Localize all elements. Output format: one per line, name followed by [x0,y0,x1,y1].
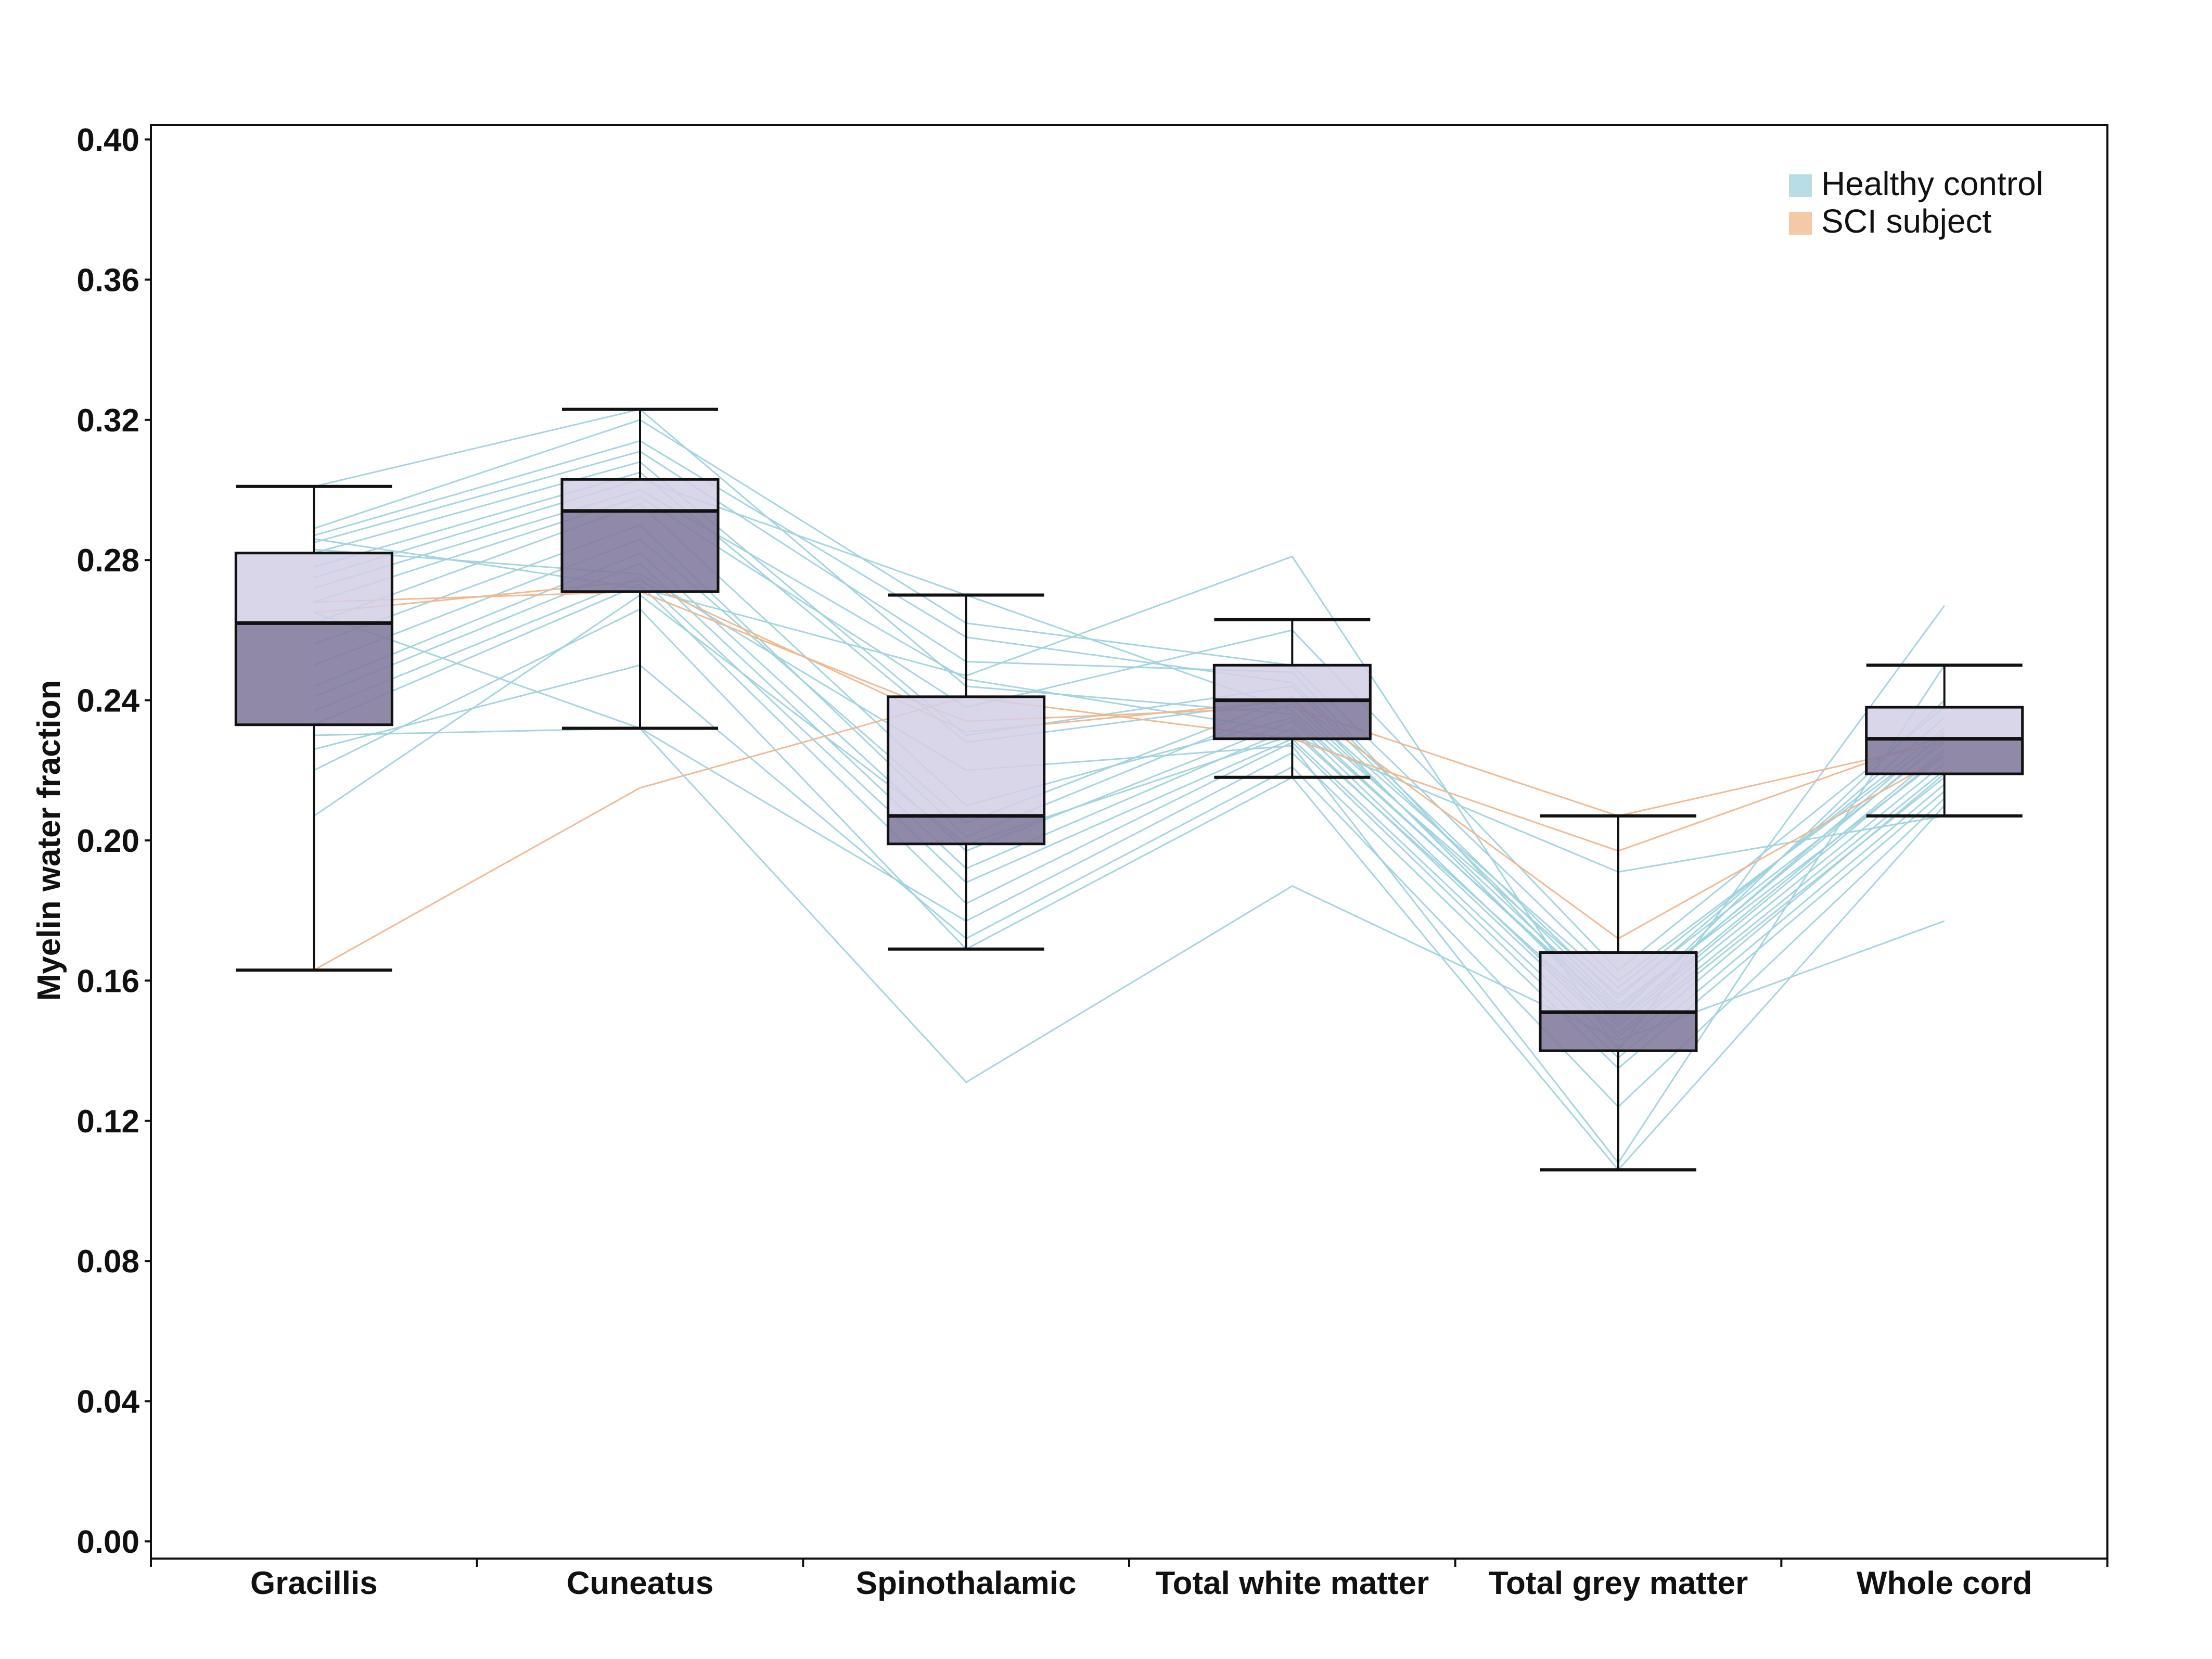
y-axis-title: Myelin water fraction [31,680,67,1001]
y-tick-label: 0.40 [76,122,139,158]
x-tick-label: Gracillis [250,1565,378,1601]
box-outline [560,478,720,593]
healthy-control-line [313,563,1945,1038]
legend-label: Healthy control [1821,165,2043,202]
sci-subject-line [314,591,1945,817]
healthy-control-line [313,450,1945,1020]
box-outline [1539,951,1698,1052]
x-tick-label: Total white matter [1155,1565,1429,1601]
y-tick-label: 0.20 [76,823,139,859]
box-gracillis [234,484,393,972]
healthy-control-line [314,548,1945,1165]
healthy-control-line [313,583,1945,1059]
box-outline [234,552,393,726]
plot-frame [150,124,2108,1560]
box-upper-half [1214,665,1371,700]
y-tick-label: 0.24 [76,683,139,719]
x-tick-label: Cuneatus [567,1565,713,1601]
subject-lines-layer [313,408,1945,1171]
healthy-control-line [313,408,1945,1017]
healthy-control-line [313,611,1945,1083]
box-upper-half [1866,707,2023,739]
x-tick-label: Spinothalamic [856,1565,1077,1601]
box-upper-half [888,696,1044,816]
x-tick-label: Whole cord [1857,1565,2032,1601]
y-tick-label: 0.28 [76,543,139,579]
box-lower-half [1214,700,1371,739]
box-whole-cord [1865,663,2024,818]
legend-swatch [1789,174,1812,197]
sci-subject-line [313,696,1945,971]
box-lower-half [888,815,1044,844]
healthy-control-line [314,538,1945,1052]
healthy-control-line [313,664,1945,1108]
healthy-control-line [313,419,1945,982]
box-upper-half [562,479,718,511]
box-lower-half [1540,1012,1696,1051]
box-upper-half [236,553,392,623]
y-tick-label: 0.32 [76,403,139,439]
legend-label: SCI subject [1821,202,1991,240]
box-cuneatus [560,407,720,730]
healthy-control-line [313,608,1945,1171]
box-lower-half [1866,738,2023,774]
box-spinothalamic [887,593,1046,951]
healthy-control-line [313,478,1945,996]
y-tick-label: 0.00 [76,1524,139,1560]
y-tick-label: 0.08 [76,1244,139,1280]
box-lower-half [236,623,392,725]
y-tick-label: 0.36 [76,262,139,298]
box-total-grey-matter [1539,814,1698,1172]
axes-layer: 0.00 0.04 0.08 0.12 0.16 0.20 0.24 0.28 0.32 0.36… [31,122,2108,1601]
box-outline [887,695,1046,846]
box-upper-half [1540,952,1696,1013]
y-tick-label: 0.04 [76,1384,139,1420]
legend-swatch [1789,212,1812,235]
healthy-control-line [313,440,1945,1000]
healthy-control-line [314,727,1945,1069]
box-total-white-matter [1212,618,1372,779]
healthy-control-line [313,577,1945,1049]
boxes-layer [234,407,2024,1172]
box-lower-half [562,511,718,592]
healthy-control-line [313,594,1945,873]
y-tick-label: 0.12 [76,1104,139,1140]
y-tick-label: 0.16 [76,963,139,999]
x-tick-label: Total grey matter [1489,1565,1748,1601]
